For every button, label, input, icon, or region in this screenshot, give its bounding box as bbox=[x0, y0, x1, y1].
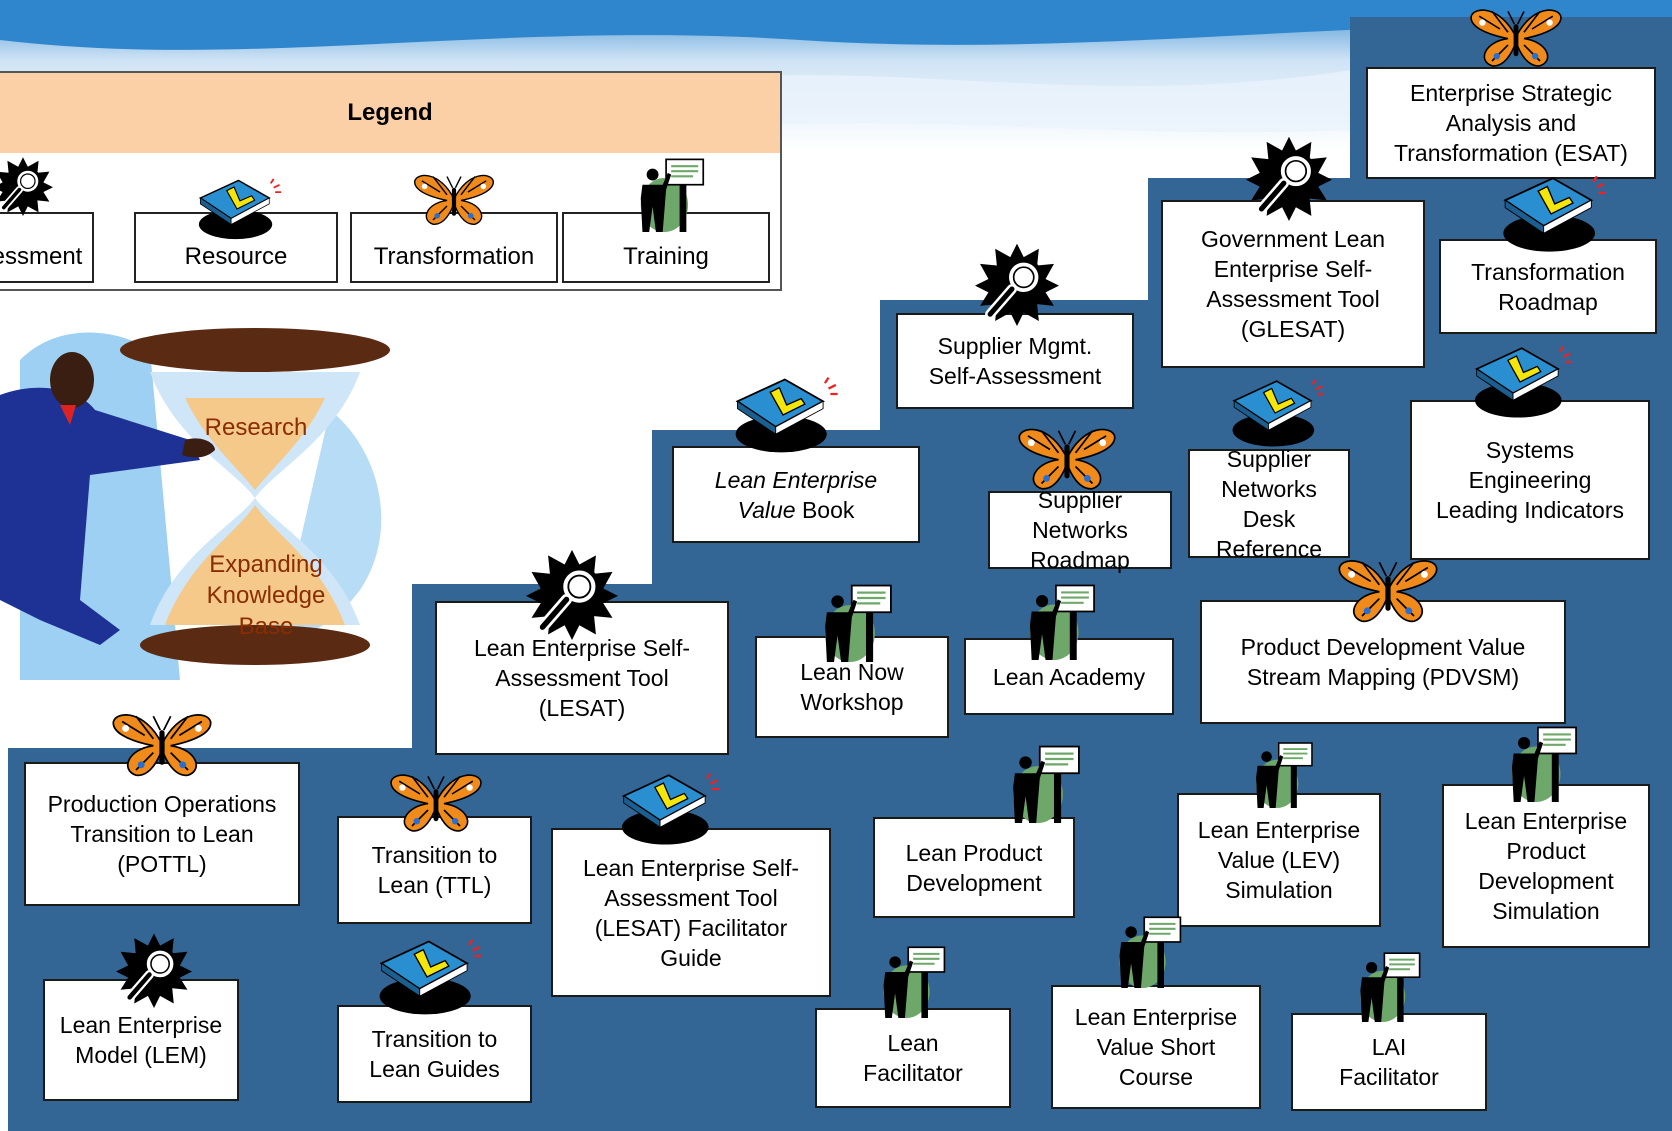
hourglass-top-label: Research bbox=[204, 414, 308, 441]
lean-product-dev-icon bbox=[1006, 734, 1086, 832]
glesat-icon bbox=[1246, 135, 1332, 221]
product-esat[interactable]: Enterprise Strategic Analysis and Transf… bbox=[1366, 67, 1656, 179]
ttl-icon bbox=[388, 768, 484, 836]
product-ttl[interactable]: Transition to Lean (TTL) bbox=[337, 816, 532, 924]
lean-facilitator-icon bbox=[876, 944, 952, 1018]
lev-book-title-italic: Lean Enterprise bbox=[714, 466, 878, 493]
lesat-guide-icon bbox=[612, 770, 722, 848]
lean-now-icon bbox=[816, 582, 900, 662]
product-glesat[interactable]: Government Lean Enterprise Self- Assessm… bbox=[1161, 200, 1425, 368]
ttl-guides-icon bbox=[372, 936, 482, 1018]
lepd-sim-icon bbox=[1504, 724, 1584, 802]
pottl-icon bbox=[110, 706, 214, 782]
product-transformation-roadmap[interactable]: Transformation Roadmap bbox=[1439, 239, 1657, 334]
product-lean-facilitator[interactable]: Lean Facilitator bbox=[815, 1008, 1011, 1108]
product-pdvsm[interactable]: Product Development Value Stream Mapping… bbox=[1200, 600, 1566, 724]
product-supplier-mgmt[interactable]: Supplier Mgmt. Self-Assessment bbox=[896, 313, 1134, 409]
product-systems-engineering[interactable]: Systems Engineering Leading Indicators bbox=[1410, 400, 1650, 560]
transformation-roadmap-icon bbox=[1496, 172, 1606, 256]
lev-book-title-italic-value: Value bbox=[737, 496, 796, 523]
product-lev-simulation[interactable]: Lean Enterprise Value (LEV) Simulation bbox=[1177, 793, 1381, 927]
legend: Legend Assessment Resource Transformatio… bbox=[0, 71, 782, 291]
legend-title: Legend bbox=[0, 73, 780, 153]
legend-training-icon bbox=[634, 154, 710, 234]
legend-resource-icon bbox=[192, 176, 282, 242]
product-lesat-facilitator-guide[interactable]: Lean Enterprise Self- Assessment Tool (L… bbox=[551, 828, 831, 997]
systems-engineering-icon bbox=[1468, 342, 1572, 422]
esat-icon bbox=[1468, 4, 1564, 70]
hourglass-bottom-label: Expanding Knowledge Base bbox=[206, 551, 326, 640]
product-lepd-simulation[interactable]: Lean Enterprise Product Development Simu… bbox=[1442, 784, 1650, 948]
lesat-icon bbox=[520, 548, 624, 640]
supplier-mgmt-icon bbox=[972, 242, 1062, 326]
product-supplier-networks-desk-reference[interactable]: Supplier Networks Desk Reference bbox=[1188, 446, 1350, 562]
legend-item-assessment: Assessment bbox=[0, 212, 94, 283]
legend-transformation-icon bbox=[412, 168, 496, 230]
legend-item-transformation: Transformation bbox=[350, 212, 558, 283]
product-lesat[interactable]: Lean Enterprise Self- Assessment Tool (L… bbox=[435, 601, 729, 755]
product-ttl-guides[interactable]: Transition to Lean Guides bbox=[337, 1005, 532, 1103]
lem-icon bbox=[110, 932, 198, 1008]
lev-sim-icon bbox=[1244, 740, 1324, 808]
lev-book-icon bbox=[728, 374, 838, 456]
product-lai-facilitator[interactable]: LAI Facilitator bbox=[1291, 1013, 1487, 1111]
lev-short-icon bbox=[1110, 914, 1190, 988]
lev-book-title-plain: Book bbox=[795, 496, 855, 523]
product-supplier-networks-roadmap[interactable]: Supplier Networks Roadmap bbox=[988, 487, 1172, 573]
legend-assessment-icon bbox=[0, 156, 56, 216]
supplier-networks-desk-icon bbox=[1226, 376, 1324, 450]
product-lean-product-development[interactable]: Lean Product Development bbox=[873, 817, 1075, 918]
product-pottl[interactable]: Production Operations Transition to Lean… bbox=[24, 762, 300, 906]
lai-facilitator-icon bbox=[1350, 950, 1430, 1022]
product-lev-short-course[interactable]: Lean Enterprise Value Short Course bbox=[1051, 985, 1261, 1109]
pdvsm-icon bbox=[1336, 554, 1440, 626]
hourglass-illustration bbox=[0, 328, 390, 680]
supplier-networks-roadmap-icon bbox=[1016, 422, 1118, 494]
lean-academy-icon bbox=[1022, 582, 1102, 660]
